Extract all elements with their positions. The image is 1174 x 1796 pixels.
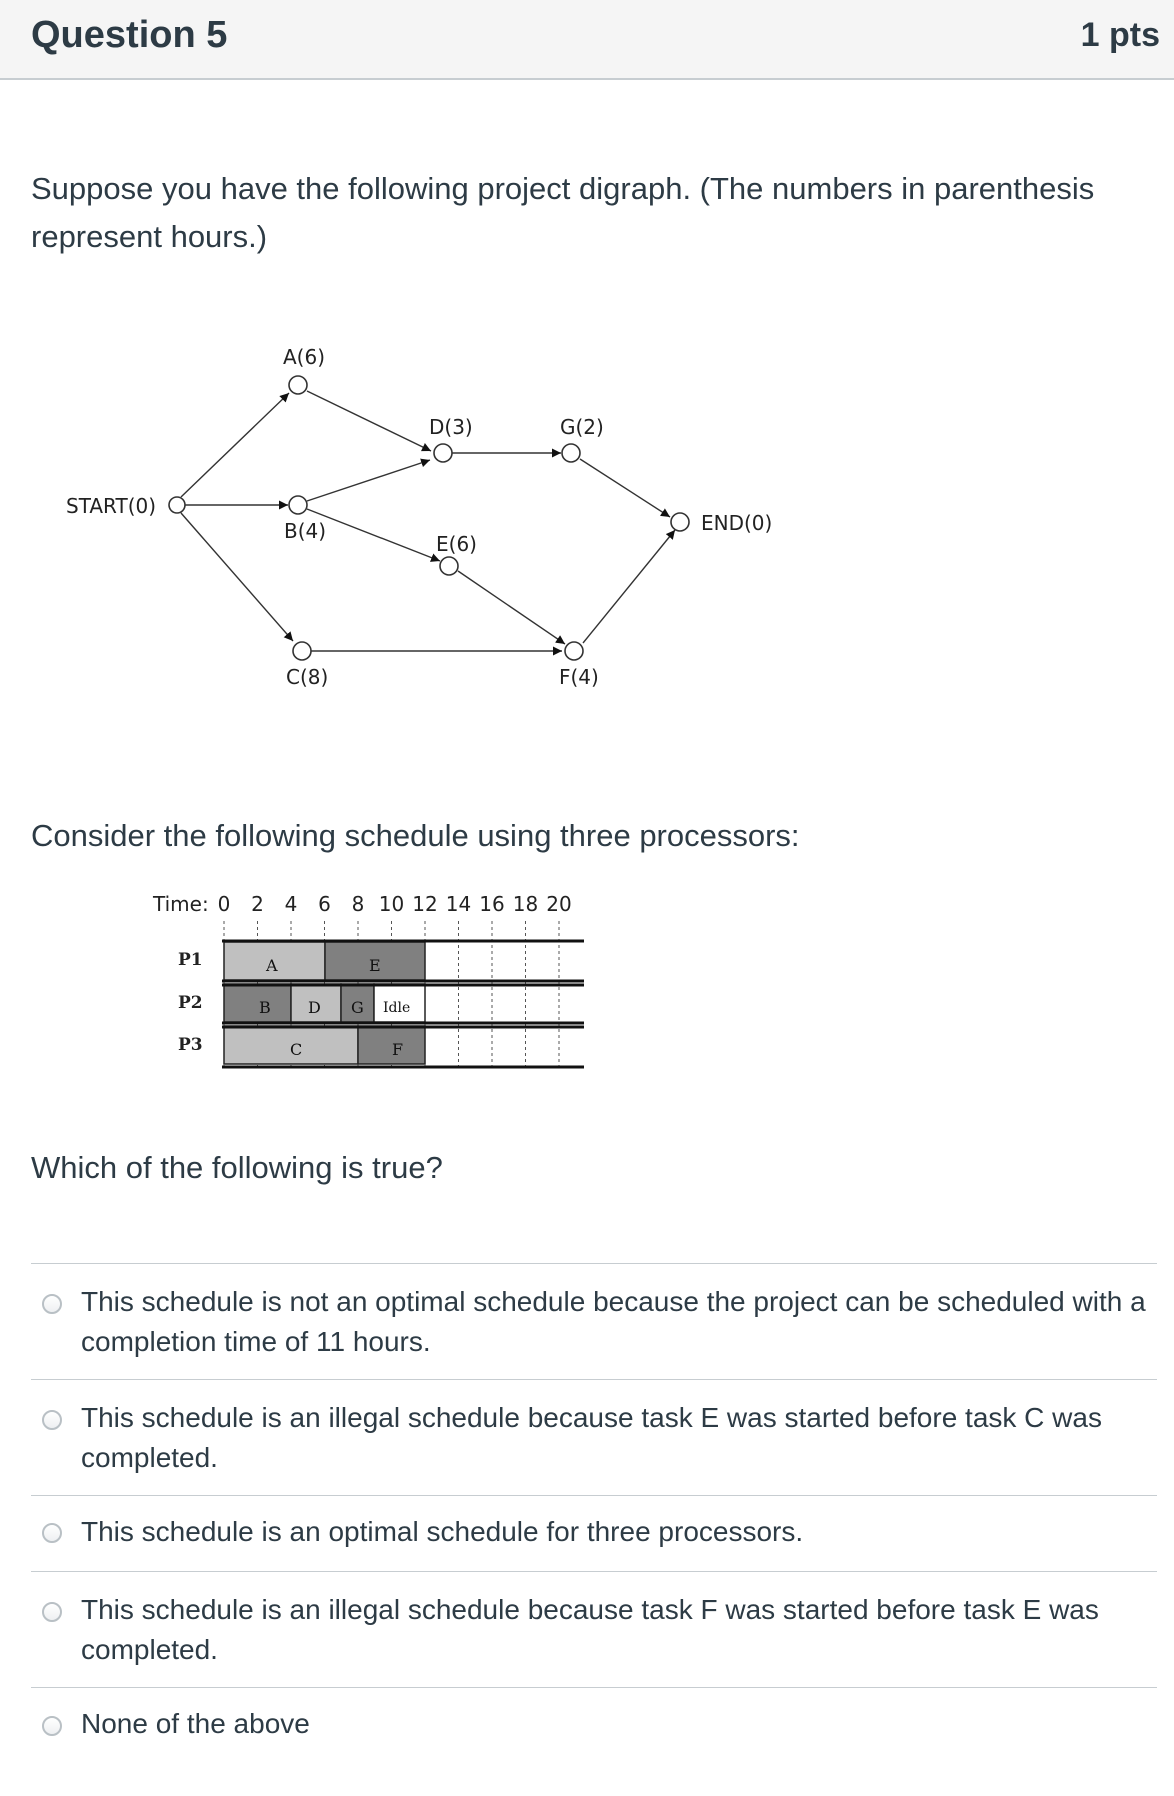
answer-4-text[interactable]: This schedule is an illegal schedule bec… bbox=[81, 1594, 1099, 1665]
node-b bbox=[288, 495, 308, 515]
answer-option-3[interactable]: This schedule is an optimal schedule for… bbox=[31, 1496, 1157, 1572]
edge-f-end bbox=[582, 529, 676, 644]
node-end bbox=[670, 512, 690, 532]
answer-2-text[interactable]: This schedule is an illegal schedule bec… bbox=[81, 1402, 1102, 1473]
question-points: 1 pts bbox=[1080, 16, 1160, 54]
schedule-intro: Consider the following schedule using th… bbox=[31, 818, 800, 853]
edge-start-c bbox=[180, 512, 294, 642]
label-a: A(6) bbox=[283, 345, 325, 369]
node-g bbox=[561, 443, 581, 463]
task-d-label: D bbox=[308, 998, 321, 1017]
task-f-block bbox=[357, 1025, 426, 1065]
label-c: C(8) bbox=[286, 665, 328, 689]
label-end: END(0) bbox=[701, 511, 772, 535]
label-b: B(4) bbox=[284, 519, 326, 543]
time-tick-8: 8 bbox=[352, 892, 365, 916]
answer-2-radio[interactable] bbox=[42, 1410, 62, 1430]
edge-start-a bbox=[180, 392, 290, 498]
task-e-label: E bbox=[369, 956, 381, 975]
task-f-label: F bbox=[392, 1040, 403, 1059]
question-prompt: Which of the following is true? bbox=[31, 1150, 443, 1185]
task-c-block bbox=[223, 1025, 359, 1065]
question-intro: Suppose you have the following project d… bbox=[31, 171, 1095, 254]
question-header: Question 5 1 pts bbox=[0, 0, 1174, 80]
time-tick-2: 2 bbox=[251, 892, 264, 916]
label-g: G(2) bbox=[560, 415, 604, 439]
processor-2-label: P2 bbox=[178, 993, 203, 1013]
node-f bbox=[564, 641, 584, 661]
label-d: D(3) bbox=[429, 415, 473, 439]
time-tick-16: 16 bbox=[479, 892, 504, 916]
time-tick-6: 6 bbox=[318, 892, 331, 916]
answer-1-text[interactable]: This schedule is not an optimal schedule… bbox=[81, 1286, 1146, 1357]
task-b-block bbox=[223, 983, 292, 1023]
time-tick-20: 20 bbox=[546, 892, 571, 916]
task-b-label: B bbox=[259, 998, 271, 1017]
node-d bbox=[433, 443, 453, 463]
processor-3-label: P3 bbox=[178, 1035, 203, 1055]
project-digraph: START(0) A(6) B(4) C(8) D(3) E(6) F(4) G… bbox=[66, 345, 772, 689]
edge-b-e bbox=[306, 508, 441, 562]
task-e-block bbox=[324, 941, 426, 981]
time-tick-0: 0 bbox=[218, 892, 231, 916]
time-tick-18: 18 bbox=[513, 892, 538, 916]
question-title: Question 5 bbox=[31, 14, 228, 56]
node-e bbox=[439, 556, 459, 576]
node-start bbox=[168, 496, 186, 514]
time-label: Time: bbox=[152, 892, 209, 916]
answer-option-4[interactable]: This schedule is an illegal schedule bec… bbox=[31, 1572, 1157, 1688]
answer-option-5[interactable]: None of the above bbox=[31, 1688, 1157, 1764]
task-a-label: A bbox=[265, 956, 278, 975]
time-tick-4: 4 bbox=[285, 892, 298, 916]
answer-3-radio[interactable] bbox=[42, 1523, 62, 1543]
answer-5-text[interactable]: None of the above bbox=[81, 1708, 310, 1739]
processor-1-label: P1 bbox=[178, 950, 203, 970]
label-e: E(6) bbox=[436, 532, 477, 556]
answer-3-text[interactable]: This schedule is an optimal schedule for… bbox=[81, 1516, 804, 1547]
idle-block bbox=[373, 983, 426, 1023]
answer-1-radio[interactable] bbox=[42, 1294, 62, 1314]
time-tick-14: 14 bbox=[446, 892, 471, 916]
task-g-label: G bbox=[351, 998, 364, 1017]
idle-label: Idle bbox=[383, 1000, 410, 1016]
answer-list: This schedule is not an optimal schedule… bbox=[31, 1263, 1157, 1764]
edge-b-d bbox=[306, 458, 431, 502]
node-c bbox=[292, 641, 312, 661]
answer-5-radio[interactable] bbox=[42, 1716, 62, 1736]
edge-a-d bbox=[306, 390, 432, 452]
answer-option-2[interactable]: This schedule is an illegal schedule bec… bbox=[31, 1380, 1157, 1496]
edge-e-f bbox=[457, 570, 566, 645]
node-a bbox=[288, 375, 308, 395]
label-start: START(0) bbox=[66, 494, 156, 518]
time-tick-10: 10 bbox=[379, 892, 404, 916]
answer-4-radio[interactable] bbox=[42, 1602, 62, 1622]
edge-g-end bbox=[579, 458, 671, 518]
label-f: F(4) bbox=[559, 665, 599, 689]
task-c-label: C bbox=[290, 1040, 302, 1059]
time-tick-12: 12 bbox=[412, 892, 437, 916]
answer-option-1[interactable]: This schedule is not an optimal schedule… bbox=[31, 1264, 1157, 1380]
